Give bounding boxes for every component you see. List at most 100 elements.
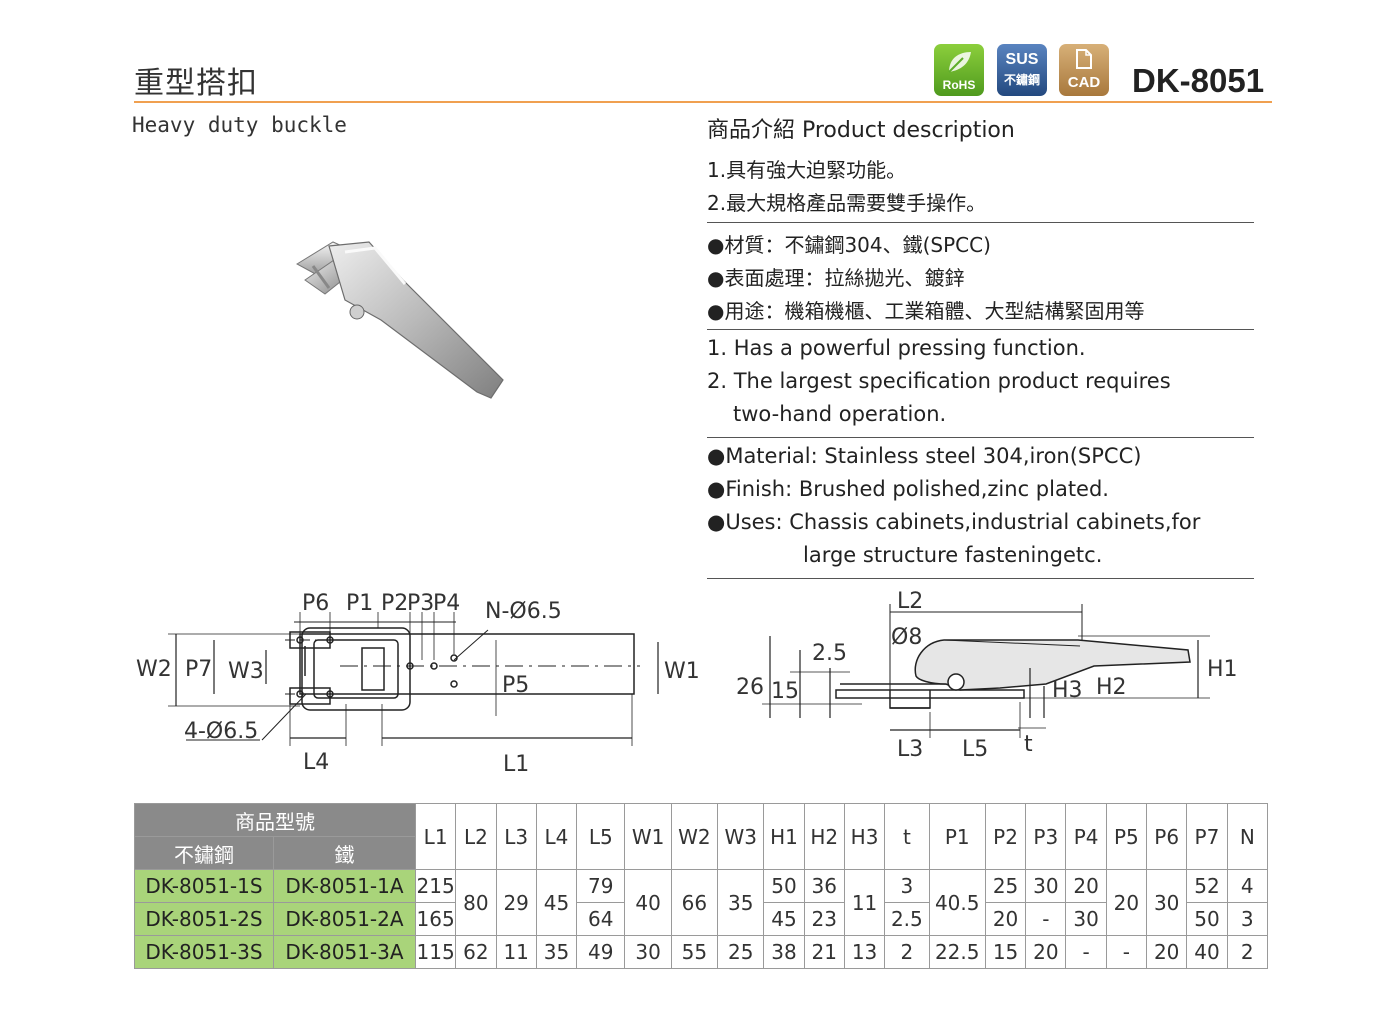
table-subheader-row: 不鏽鋼 鐵 [134,836,1268,870]
cell-p4: 20 [1065,869,1107,903]
cell-n: 3 [1226,902,1269,936]
col-header: W1 [624,803,672,870]
cell-w1: 30 [624,935,672,969]
part-number-ss: DK-8051-3S [134,935,274,969]
en-spec-uses-cont: large structure fasteningetc. [803,543,1103,567]
en-point-2: 2. The largest specification product req… [707,369,1171,393]
cell-l1: 215 [414,869,457,903]
cell-h1: 50 [763,869,805,903]
label-l3: L3 [897,737,923,762]
side-view-drawing [762,604,1210,738]
zh-point-1: 1.具有強大迫緊功能。 [707,158,907,182]
cell-h1: 45 [763,902,805,936]
label-p7: P7 [185,657,212,682]
label-h3: H3 [1052,678,1083,703]
en-spec-finish: ●Finish: Brushed polished,zinc plated. [707,477,1109,501]
part-number-fe: DK-8051-2A [272,902,416,936]
label-p2: P2 [381,591,408,616]
model-group-header: 商品型號 [134,803,416,837]
col-header: L4 [535,803,578,870]
table-row: DK-8051-1S DK-8051-1A 215 80 29 45 79 40… [134,869,1269,936]
sus-sub-label: 不鏽鋼 [1003,73,1040,87]
col-header: L3 [495,803,537,870]
sus-badge-icon: SUS 不鏽鋼 [997,44,1047,96]
rohs-badge-icon: RoHS [934,44,984,96]
cell-l3: 11 [495,935,537,969]
cad-badge-icon: CAD [1059,44,1109,96]
rohs-label: RoHS [942,78,976,92]
col-header: P4 [1065,803,1107,870]
label-w3: W3 [228,659,264,684]
part-number-fe: DK-8051-1A [272,869,416,903]
label-15: 15 [771,679,799,704]
cell-p6: 30 [1146,869,1188,936]
cell-p4: - [1065,935,1107,969]
divider [707,222,1254,223]
cell-h1: 38 [763,935,805,969]
top-view-drawing [168,612,659,746]
cell-t: 3 [884,869,930,903]
part-number-ss: DK-8051-1S [134,869,274,903]
cell-h2: 36 [803,869,845,903]
en-spec-material: ●Material: Stainless steel 304,iron(SPCC… [707,444,1142,468]
label-corner-holes: 4-Ø6.5 [184,719,258,744]
title-divider [134,101,1272,103]
cell-h3: 11 [843,869,886,936]
divider [707,437,1254,438]
col-header: P5 [1105,803,1148,870]
label-l5: L5 [962,737,988,762]
en-spec-uses: ●Uses: Chassis cabinets,industrial cabin… [707,510,1201,534]
label-l4: L4 [303,750,329,775]
divider [707,329,1254,330]
col-header: L5 [576,803,626,870]
cell-t: 2.5 [884,902,930,936]
cell-l1: 165 [414,902,457,936]
cell-p4: 30 [1065,902,1107,936]
cell-l1: 115 [414,935,457,969]
part-number-ss: DK-8051-2S [134,902,274,936]
label-pin-dia: Ø8 [891,625,922,650]
cell-p5: - [1105,935,1148,969]
cell-l5: 49 [576,935,626,969]
cell-l2: 62 [455,935,497,969]
col-header: P7 [1186,803,1228,870]
cad-label: CAD [1067,74,1101,91]
spec-table: 商品型號 L1 L2 L3 L4 L5 W1 W2 W3 H1 H2 H3 t … [134,803,1269,969]
cell-p3: - [1025,902,1067,936]
col-header: P2 [984,803,1027,870]
col-header: t [884,803,930,870]
cell-p3: 30 [1025,869,1067,903]
sus-label: SUS [1005,51,1039,68]
label-w2: W2 [136,657,172,682]
table-header-row: 商品型號 L1 L2 L3 L4 L5 W1 W2 W3 H1 H2 H3 t … [134,803,1269,870]
cell-p5: 20 [1105,869,1148,936]
cell-p7: 52 [1186,869,1228,903]
cell-n: 2 [1226,935,1269,969]
en-point-1: 1. Has a powerful pressing function. [707,336,1086,360]
label-h2: H2 [1096,675,1127,700]
cell-l3: 29 [495,869,537,936]
zh-point-2: 2.最大規格產品需要雙手操作。 [707,191,987,215]
cell-l4: 45 [535,869,578,936]
label-p5: P5 [502,673,529,698]
stainless-header: 不鏽鋼 [134,836,274,870]
label-l2: L2 [897,589,923,614]
en-point-2-cont: two-hand operation. [733,402,947,426]
col-header: H1 [763,803,805,870]
label-p3: P3 [407,591,434,616]
part-number-fe: DK-8051-3A [272,935,416,969]
cell-w2: 55 [670,935,719,969]
cell-p2: 20 [984,902,1027,936]
cell-t: 2 [884,935,930,969]
cell-l5: 64 [576,902,626,936]
page-title-en: Heavy duty buckle [132,113,347,137]
col-header: P3 [1025,803,1067,870]
col-header: P1 [928,803,986,870]
label-p1: P1 [346,591,373,616]
cell-l2: 80 [455,869,497,936]
divider [707,578,1254,579]
cell-p7: 50 [1186,902,1228,936]
cell-l5: 79 [576,869,626,903]
cell-p1: 40.5 [928,869,986,936]
col-header: H3 [843,803,886,870]
